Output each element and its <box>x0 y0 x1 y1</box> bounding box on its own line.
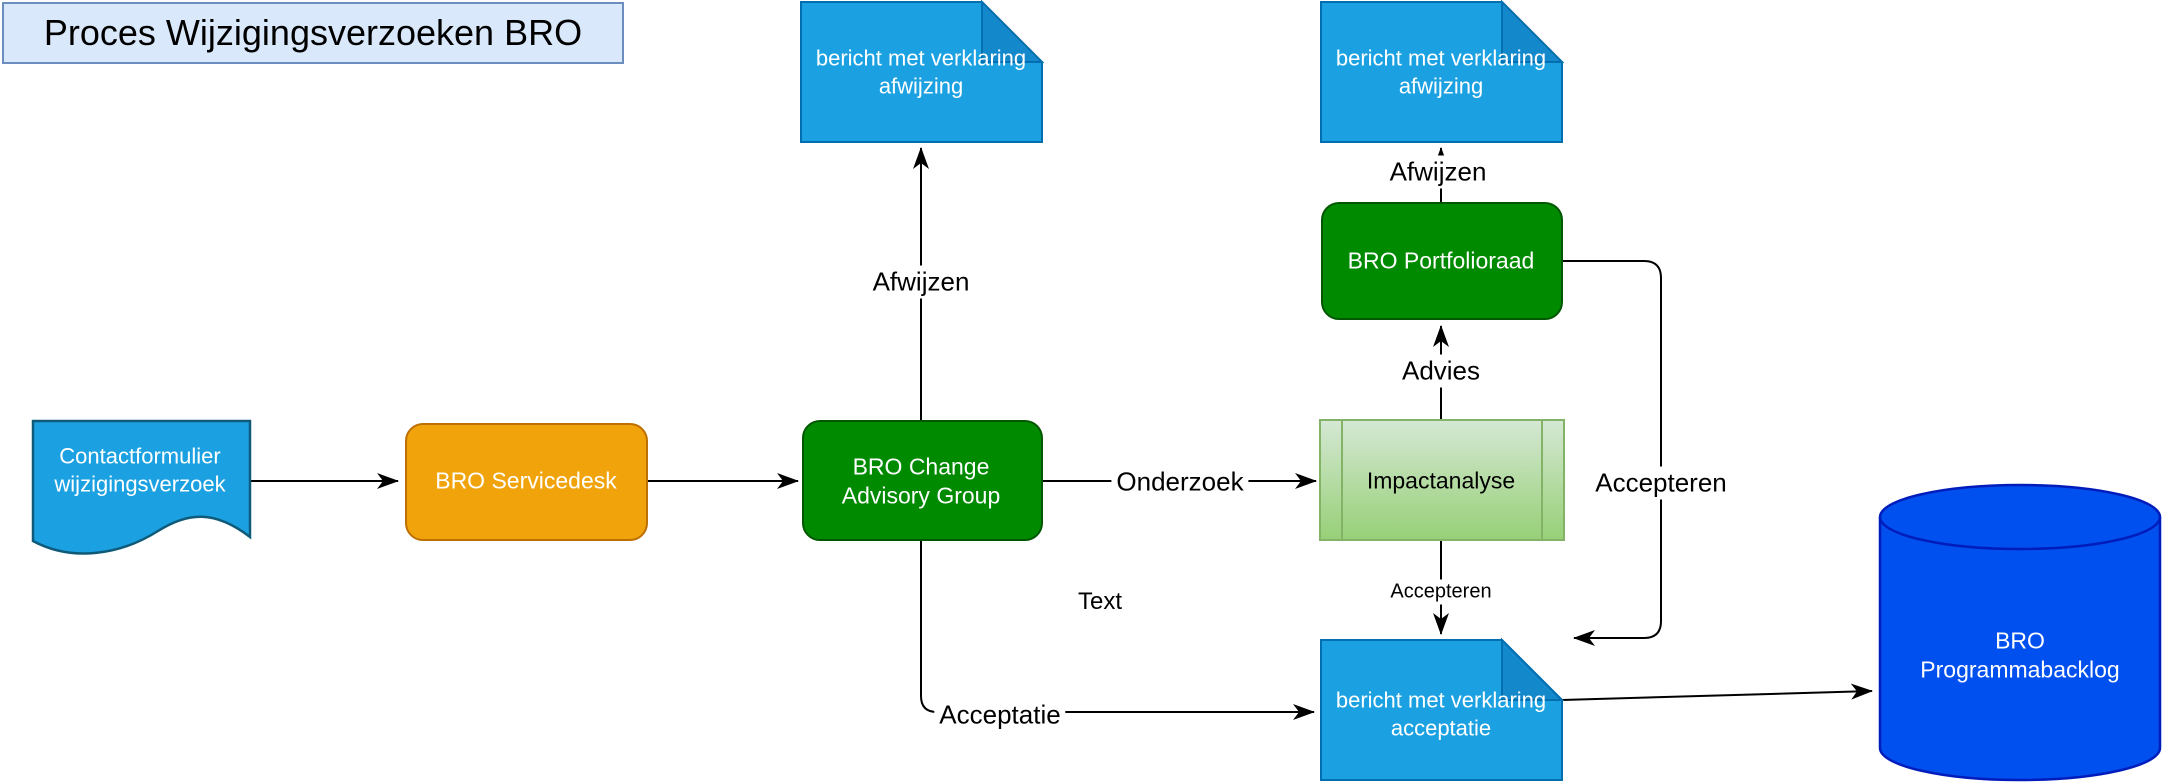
edge-label-acceptatie: Acceptatie <box>934 698 1066 732</box>
edge-change-to-acceptatie <box>920 540 1315 720</box>
edge-label-onderzoek: Onderzoek <box>1111 465 1249 499</box>
bericht-afwijzing-rechts-shape <box>1320 0 1565 143</box>
edge-label-accepteren-pfr: Accepteren <box>1590 466 1732 500</box>
diagram-title: Proces Wijzigingsverzoeken BRO <box>2 2 624 64</box>
edge-label-afwijzen-pfr: Afwijzen <box>1384 155 1492 189</box>
bericht-acceptatie-shape <box>1320 637 1565 781</box>
servicedesk-node <box>405 423 648 541</box>
portfolioraad-node <box>1321 202 1563 320</box>
edge-acceptatie-to-backlog <box>1561 683 1873 701</box>
change-advisory-node <box>802 420 1043 541</box>
edge-portfolioraad-to-acceptatie <box>1563 260 1662 646</box>
bericht-afwijzing-midden-shape <box>800 0 1045 143</box>
edge-label-afwijzen-cag: Afwijzen <box>867 265 975 299</box>
programmabacklog-shape <box>1878 483 2162 782</box>
text-placeholder-label: Text <box>1077 588 1123 615</box>
diagram-title-text: Proces Wijzigingsverzoeken BRO <box>43 12 583 53</box>
edge-label-accepteren-impact: Accepteren <box>1385 579 1497 605</box>
impactanalyse-shape <box>1319 419 1565 541</box>
contactformulier-shape <box>31 419 252 555</box>
edge-label-advies: Advies <box>1396 354 1486 388</box>
